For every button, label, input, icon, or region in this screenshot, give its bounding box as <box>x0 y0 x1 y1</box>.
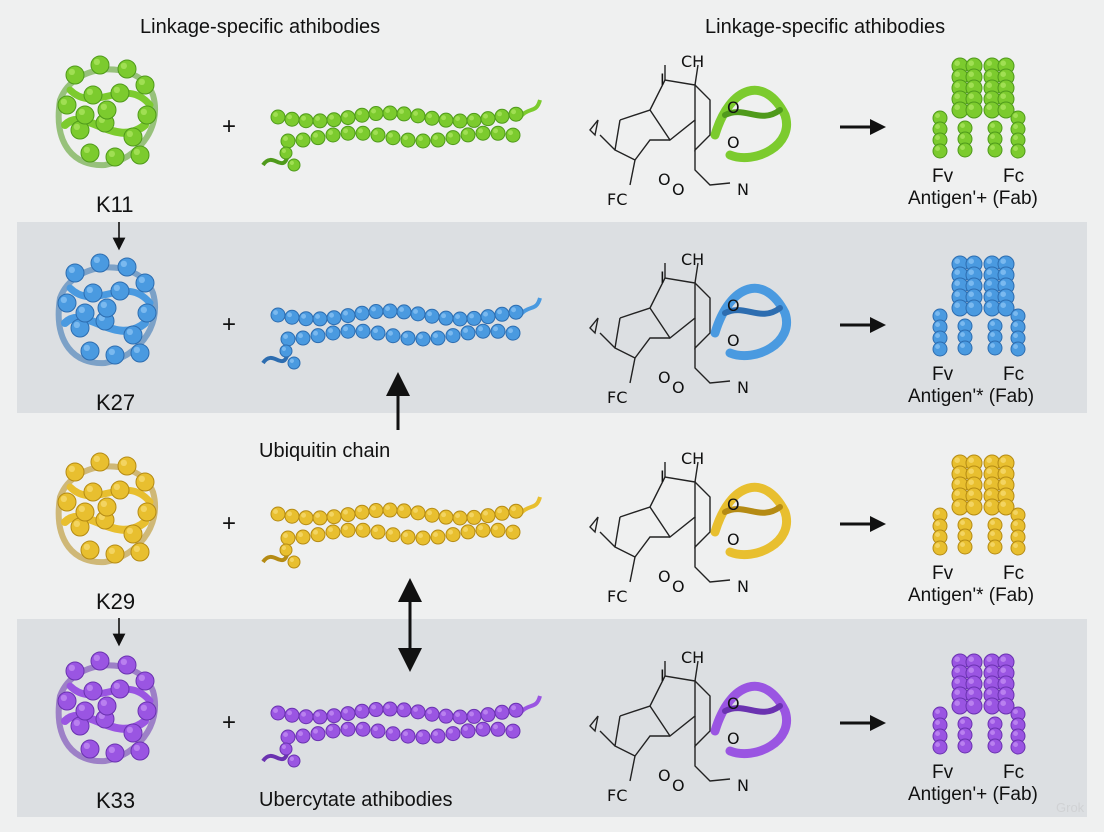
chem-label-n-2: N <box>737 577 749 596</box>
chem-label-ch-3: CH <box>681 648 705 667</box>
plus-sign-3: + <box>222 709 237 736</box>
protein-k11 <box>55 55 158 169</box>
chem-label-o3-0: O <box>658 170 671 189</box>
label-antigen-0: Antigen'+ (Fab) <box>908 188 1038 209</box>
chemical-structure-1 <box>589 262 792 384</box>
chem-label-fc-1: FC <box>607 388 628 407</box>
header-right: Linkage-specific athibodies <box>705 16 946 38</box>
label-k27: K27 <box>96 390 136 415</box>
chem-label-fc-2: FC <box>607 587 628 606</box>
chem-label-o3-1: O <box>658 368 671 387</box>
arrow-to-antibody-1 <box>840 317 886 333</box>
label-k33: K33 <box>96 788 136 813</box>
row-band-k27 <box>17 222 1087 413</box>
protein-k27 <box>55 253 158 367</box>
chem-label-o3-2: O <box>658 567 671 586</box>
chem-label-n-0: N <box>737 180 749 199</box>
plus-sign-1: + <box>222 311 237 338</box>
label-fc-3: Fc <box>1003 762 1025 783</box>
chem-label-n-3: N <box>737 776 749 795</box>
chem-label-fc-0: FC <box>607 190 628 209</box>
label-fv-2: Fv <box>932 563 954 584</box>
chem-label-ch-0: CH <box>681 52 705 71</box>
chem-label-o4-2: O <box>672 577 685 596</box>
chemical-structure-3 <box>589 660 792 782</box>
chem-label-o2-2: O <box>727 530 740 549</box>
label-antigen-3: Antigen'+ (Fab) <box>908 784 1038 805</box>
label-k29: K29 <box>96 589 136 614</box>
chem-label-n-1: N <box>737 378 749 397</box>
label-antigen-2: Antigen'* (Fab) <box>908 585 1035 606</box>
plus-sign-0: + <box>222 113 237 140</box>
chemical-structure-2 <box>589 461 792 583</box>
chem-label-o4-3: O <box>672 776 685 795</box>
label-fv-3: Fv <box>932 762 954 783</box>
chem-label-o4-0: O <box>672 180 685 199</box>
chem-label-i-1: I <box>660 268 665 287</box>
chem-label-o3-3: O <box>658 766 671 785</box>
chem-label-fc-3: FC <box>607 786 628 805</box>
protein-k29 <box>55 452 158 566</box>
chem-label-i-0: I <box>660 70 665 89</box>
label-fc-0: Fc <box>1003 166 1025 187</box>
watermark: Grok <box>1056 800 1085 815</box>
chem-label-o2-0: O <box>727 133 740 152</box>
antibody-k27 <box>932 255 1026 357</box>
plus-sign-2: + <box>222 510 237 537</box>
label-fc-1: Fc <box>1003 364 1025 385</box>
label-fv-0: Fv <box>932 166 954 187</box>
ubiquitin-chain-k11 <box>261 99 542 172</box>
chem-label-o1-1: O <box>727 296 740 315</box>
label-k11: K11 <box>96 192 134 217</box>
label-ubiquitin-chain: Ubiquitin chain <box>259 440 391 462</box>
chem-label-o2-3: O <box>727 729 740 748</box>
chem-label-ch-2: CH <box>681 449 705 468</box>
chem-label-o2-1: O <box>727 331 740 350</box>
arrow-to-antibody-0 <box>840 119 886 135</box>
protein-k33 <box>55 651 158 765</box>
ubiquitin-chain-k27 <box>261 297 542 370</box>
arrow-to-antibody-3 <box>840 715 886 731</box>
label-fv-1: Fv <box>932 364 954 385</box>
chem-label-o1-3: O <box>727 694 740 713</box>
chem-label-i-3: I <box>660 666 665 685</box>
ubiquitin-chain-k29 <box>261 496 542 569</box>
chem-label-ch-1: CH <box>681 250 705 269</box>
chem-label-o1-2: O <box>727 495 740 514</box>
antibody-k29 <box>932 454 1026 556</box>
label-antigen-1: Antigen'* (Fab) <box>908 386 1035 407</box>
chem-label-o1-0: O <box>727 98 740 117</box>
label-fc-2: Fc <box>1003 563 1025 584</box>
antibody-k11 <box>932 57 1026 159</box>
chem-label-i-2: I <box>660 467 665 486</box>
chemical-structure-0 <box>589 64 792 186</box>
ubiquitin-chain-k33 <box>261 695 542 768</box>
row-band-k33 <box>17 619 1087 817</box>
chem-label-o4-1: O <box>672 378 685 397</box>
arrow-to-antibody-2 <box>840 516 886 532</box>
header-left: Linkage-specific athibodies <box>140 16 381 38</box>
label-ubercytate: Ubercytate athibodies <box>259 789 453 811</box>
antibody-k33 <box>932 653 1026 755</box>
